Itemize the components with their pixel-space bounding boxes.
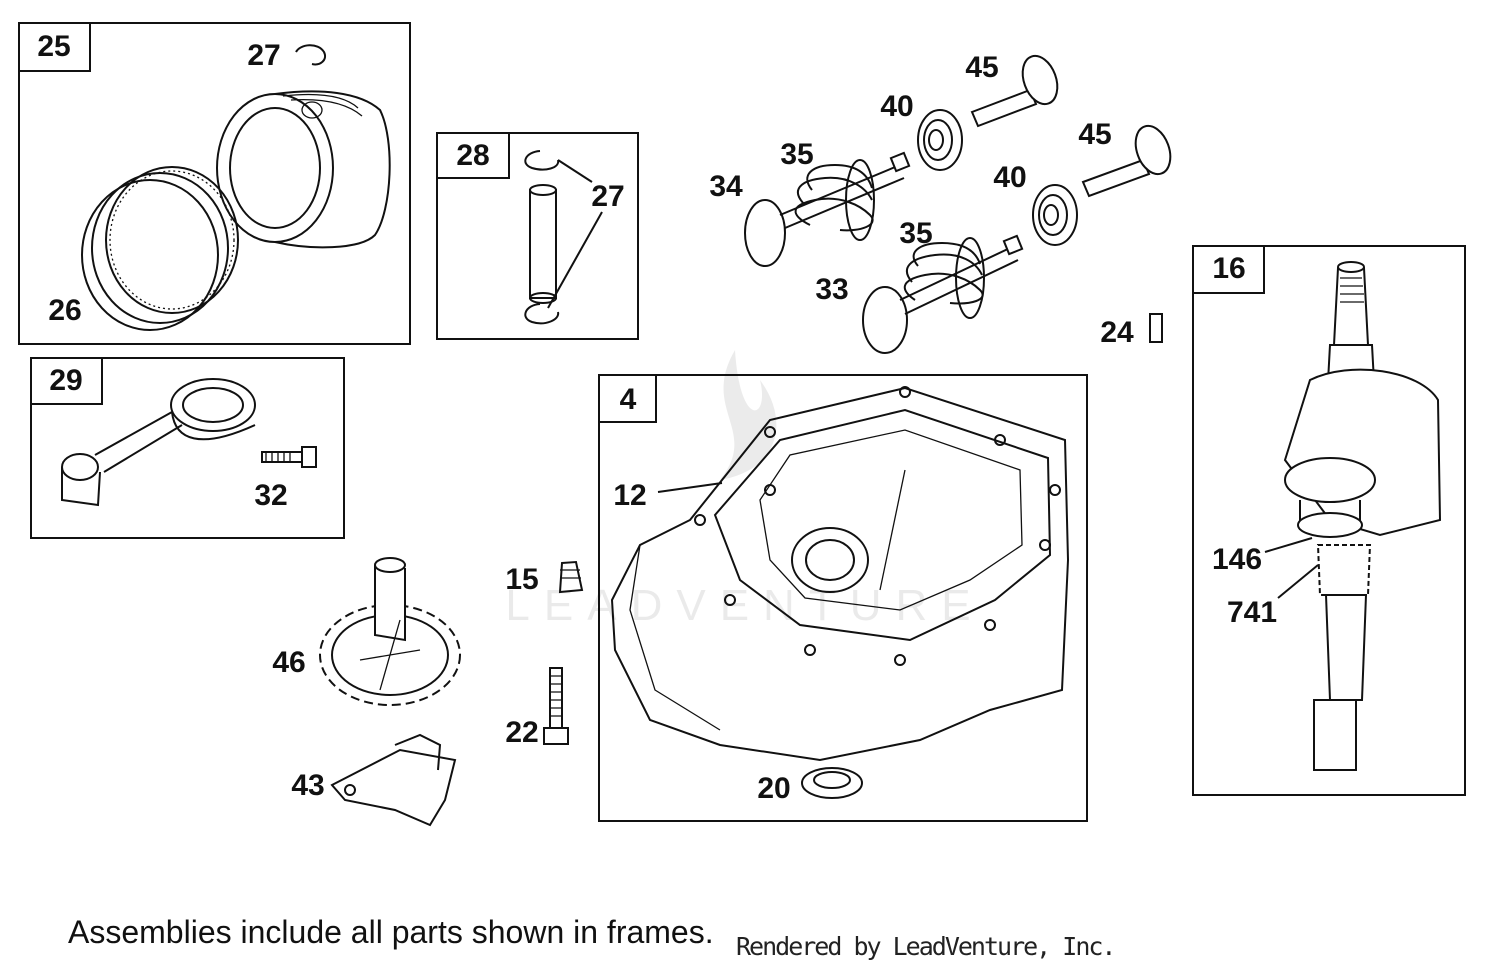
callout-741: 741 <box>1227 596 1277 629</box>
key[interactable] <box>1149 313 1163 343</box>
frame-4-number: 4 <box>620 383 637 416</box>
piston-rings[interactable] <box>81 166 239 331</box>
leader-146 <box>1264 537 1313 553</box>
callout-22: 22 <box>505 716 538 749</box>
intake-valve[interactable] <box>744 151 911 267</box>
frame-28[interactable]: 28 <box>436 132 639 340</box>
cam-gear[interactable] <box>319 557 461 706</box>
callout-35-upper: 35 <box>780 138 813 171</box>
callout-33: 33 <box>815 273 848 306</box>
gasket-bolt-holes <box>694 386 1061 666</box>
callout-43: 43 <box>291 769 324 802</box>
frame-25[interactable]: 25 <box>18 22 411 345</box>
callout-146: 146 <box>1212 543 1262 576</box>
connecting-rod[interactable] <box>61 378 256 507</box>
frame-4[interactable]: 4 <box>598 374 1088 822</box>
frame-28-number: 28 <box>456 139 489 172</box>
callout-24: 24 <box>1100 316 1134 349</box>
callout-34: 34 <box>709 170 743 203</box>
footer-credit: Rendered by LeadVenture, Inc. <box>736 932 1116 961</box>
leader-12 <box>657 482 723 493</box>
piston-part[interactable] <box>216 90 391 249</box>
frame-25-number: 25 <box>37 30 70 63</box>
piston-pin[interactable] <box>529 184 557 304</box>
retainer-lower[interactable] <box>1032 184 1078 246</box>
callout-45-lower: 45 <box>1078 118 1111 151</box>
rod-bolt[interactable] <box>261 446 317 468</box>
valve-spring-upper[interactable] <box>794 159 875 241</box>
plug[interactable] <box>558 560 584 594</box>
oil-seal[interactable] <box>801 767 863 799</box>
frame-29-number: 29 <box>49 364 82 397</box>
watermark-logo: LEADVENTURE <box>505 350 984 630</box>
frame-29[interactable]: 29 <box>30 357 345 539</box>
pin-clips[interactable] <box>524 150 603 325</box>
callout-32: 32 <box>254 479 287 512</box>
governor-assembly[interactable] <box>330 733 457 827</box>
piston-pin-clip[interactable] <box>295 44 326 66</box>
callout-27-pin: 27 <box>591 180 624 213</box>
tappet-lower[interactable] <box>1081 121 1177 198</box>
tappet-upper[interactable] <box>970 51 1064 128</box>
footer-note: Assemblies include all parts shown in fr… <box>68 914 714 950</box>
callout-12: 12 <box>613 479 646 512</box>
sump-housing[interactable] <box>610 386 1070 762</box>
callout-15: 15 <box>505 563 538 596</box>
callout-20: 20 <box>757 772 790 805</box>
leader-741 <box>1277 564 1319 599</box>
frame-16[interactable]: 16 <box>1192 245 1466 796</box>
callout-27-piston: 27 <box>247 39 280 72</box>
callout-46: 46 <box>272 646 305 679</box>
callout-35-lower: 35 <box>899 217 932 250</box>
sump-bolt[interactable] <box>543 667 569 745</box>
crankshaft[interactable] <box>1283 261 1442 771</box>
watermark-text: LEADVENTURE <box>505 581 984 630</box>
callout-45-upper: 45 <box>965 51 998 84</box>
callout-26: 26 <box>48 294 81 327</box>
callout-40-upper: 40 <box>880 90 913 123</box>
retainer-upper[interactable] <box>917 109 963 171</box>
exhaust-valve[interactable] <box>862 234 1024 354</box>
frame-16-number: 16 <box>1212 252 1245 285</box>
callout-40-lower: 40 <box>993 161 1026 194</box>
